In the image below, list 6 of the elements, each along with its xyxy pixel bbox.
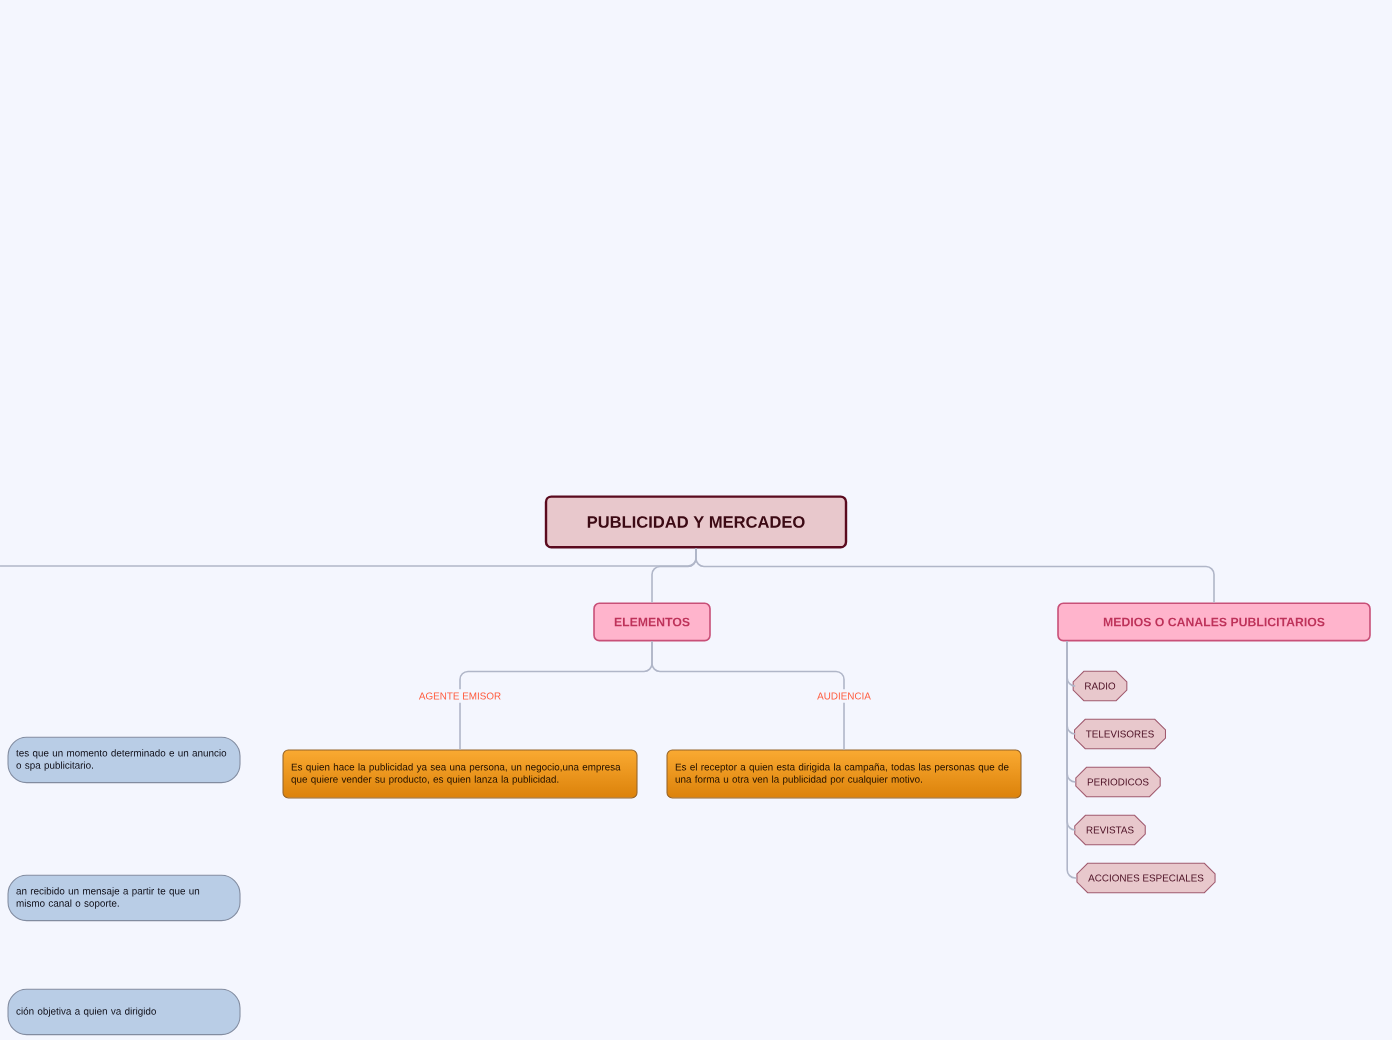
root-topic-box: PUBLICIDAD Y MERCADEO [544, 495, 848, 549]
connector [459, 701, 461, 751]
connector [843, 701, 845, 751]
connector [695, 547, 1215, 604]
connector [651, 640, 845, 691]
connector [1066, 640, 1078, 879]
